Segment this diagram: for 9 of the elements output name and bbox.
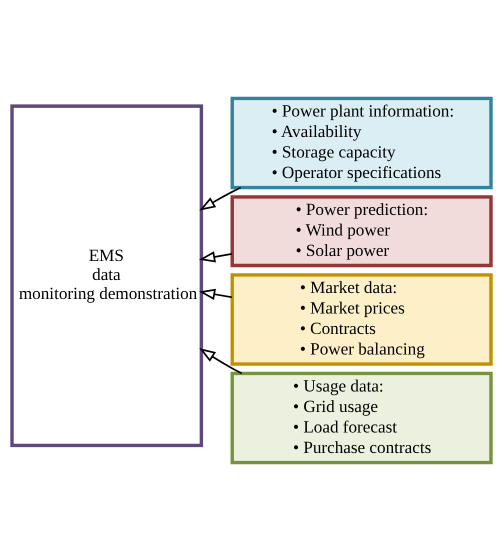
arrow [199, 348, 242, 374]
node-box: • Power prediction: • Wind power • Solar power [230, 194, 493, 267]
node-box: EMS data monitoring demonstration [10, 104, 204, 447]
arrow [198, 288, 232, 300]
node-box: • Market data: • Market prices • Contracts • Power balancing [230, 272, 493, 366]
node-box: • Power plant information: • Availability • Storage capacity • Operator specifications [230, 96, 493, 189]
arrow [199, 186, 241, 210]
node-box: • Usage data: • Grid usage • Load forecast • Purchase contracts [230, 371, 493, 464]
arrow [198, 250, 232, 262]
